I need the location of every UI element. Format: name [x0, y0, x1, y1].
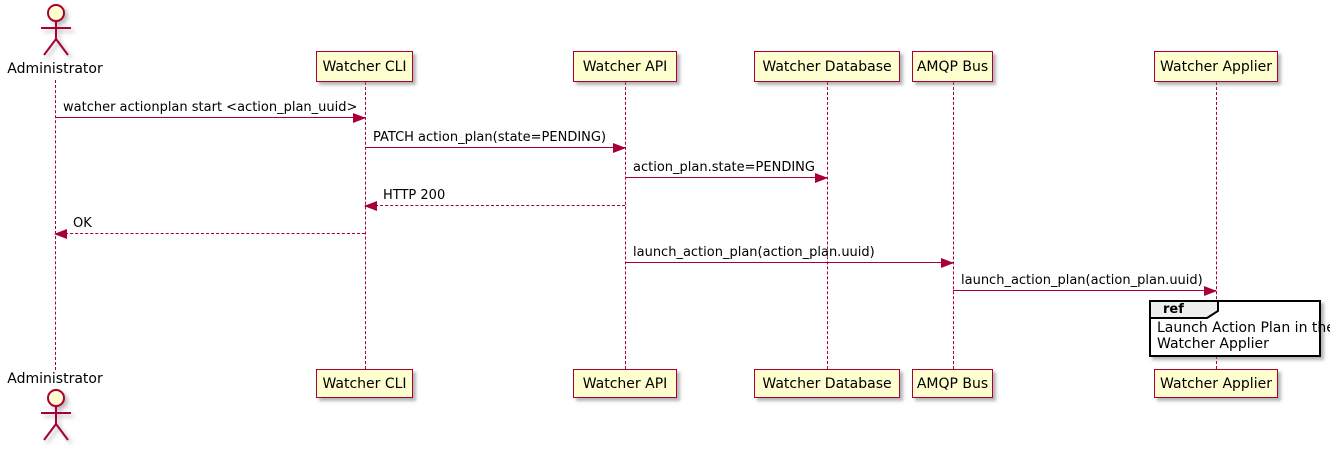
ref-fragment: ref Launch Action Plan in the Watcher Ap… [1149, 300, 1330, 357]
message-launch-action-plan-applier: launch_action_plan(action_plan.uuid) [953, 272, 1217, 296]
participant-label: Watcher CLI [322, 58, 407, 75]
ref-text-line: Watcher Applier [1157, 336, 1269, 352]
message-label: action_plan.state=PENDING [633, 160, 815, 175]
arrowhead-icon [353, 113, 366, 123]
message-state-pending: action_plan.state=PENDING [625, 159, 828, 183]
arrowhead-icon [54, 229, 67, 239]
message-line [55, 233, 365, 234]
message-label: HTTP 200 [383, 188, 446, 203]
message-label: launch_action_plan(action_plan.uuid) [961, 273, 1203, 288]
message-http-200: HTTP 200 [364, 187, 625, 211]
participant-label: Watcher Applier [1160, 58, 1272, 75]
administrator-actor-icon [41, 4, 71, 56]
participant-label: Watcher API [582, 375, 668, 392]
lifeline-amqp-bus [953, 82, 954, 369]
participant-amqp-bus-top: AMQP Bus [912, 51, 993, 82]
actor-label-administrator-bottom: Administrator [7, 371, 103, 387]
arrowhead-icon [815, 173, 828, 183]
participant-watcher-api-bottom: Watcher API [573, 369, 677, 398]
participant-watcher-database-bottom: Watcher Database [754, 369, 900, 398]
lifeline-watcher-api [625, 82, 626, 369]
lifeline-watcher-applier [1216, 82, 1217, 369]
participant-label: AMQP Bus [916, 58, 989, 75]
participant-watcher-applier-bottom: Watcher Applier [1154, 369, 1278, 398]
participant-label: Watcher CLI [322, 375, 407, 392]
participant-label: Watcher Database [762, 375, 892, 392]
participant-watcher-cli-top: Watcher CLI [316, 51, 413, 82]
message-launch-action-plan-amqp: launch_action_plan(action_plan.uuid) [625, 244, 954, 268]
ref-keyword: ref [1163, 302, 1184, 317]
message-patch-action-plan: PATCH action_plan(state=PENDING) [365, 129, 626, 153]
message-label: PATCH action_plan(state=PENDING) [373, 130, 607, 145]
ref-header-shape [1149, 300, 1219, 319]
participant-amqp-bus-bottom: AMQP Bus [912, 369, 993, 398]
participant-watcher-database-top: Watcher Database [754, 51, 900, 82]
message-line [365, 205, 625, 206]
actor-label-administrator-top: Administrator [7, 61, 103, 77]
participant-label: Watcher Database [762, 58, 892, 75]
arrowhead-icon [364, 201, 377, 211]
message-line [625, 177, 827, 178]
message-line [625, 262, 953, 263]
message-line [365, 147, 625, 148]
message-actionplan-start: watcher actionplan start <action_plan_uu… [55, 99, 366, 123]
message-label: launch_action_plan(action_plan.uuid) [633, 245, 875, 260]
participant-label: Watcher API [582, 58, 668, 75]
arrowhead-icon [1204, 286, 1217, 296]
participant-label: AMQP Bus [916, 375, 989, 392]
participant-watcher-applier-top: Watcher Applier [1154, 51, 1278, 82]
lifeline-watcher-database [827, 82, 828, 369]
participant-label: Watcher Applier [1160, 375, 1272, 392]
participant-watcher-api-top: Watcher API [573, 51, 677, 82]
message-label: watcher actionplan start <action_plan_uu… [63, 100, 358, 115]
lifeline-watcher-cli [365, 82, 366, 369]
message-ok: OK [54, 215, 365, 239]
message-label: OK [73, 216, 92, 231]
message-line [953, 290, 1216, 291]
participant-watcher-cli-bottom: Watcher CLI [316, 369, 413, 398]
ref-text-line: Launch Action Plan in the [1157, 320, 1330, 336]
arrowhead-icon [941, 258, 954, 268]
administrator-actor-icon [41, 389, 71, 441]
lifeline-administrator [55, 80, 56, 370]
ref-text: Launch Action Plan in the Watcher Applie… [1157, 320, 1330, 352]
message-line [55, 117, 365, 118]
arrowhead-icon [613, 143, 626, 153]
